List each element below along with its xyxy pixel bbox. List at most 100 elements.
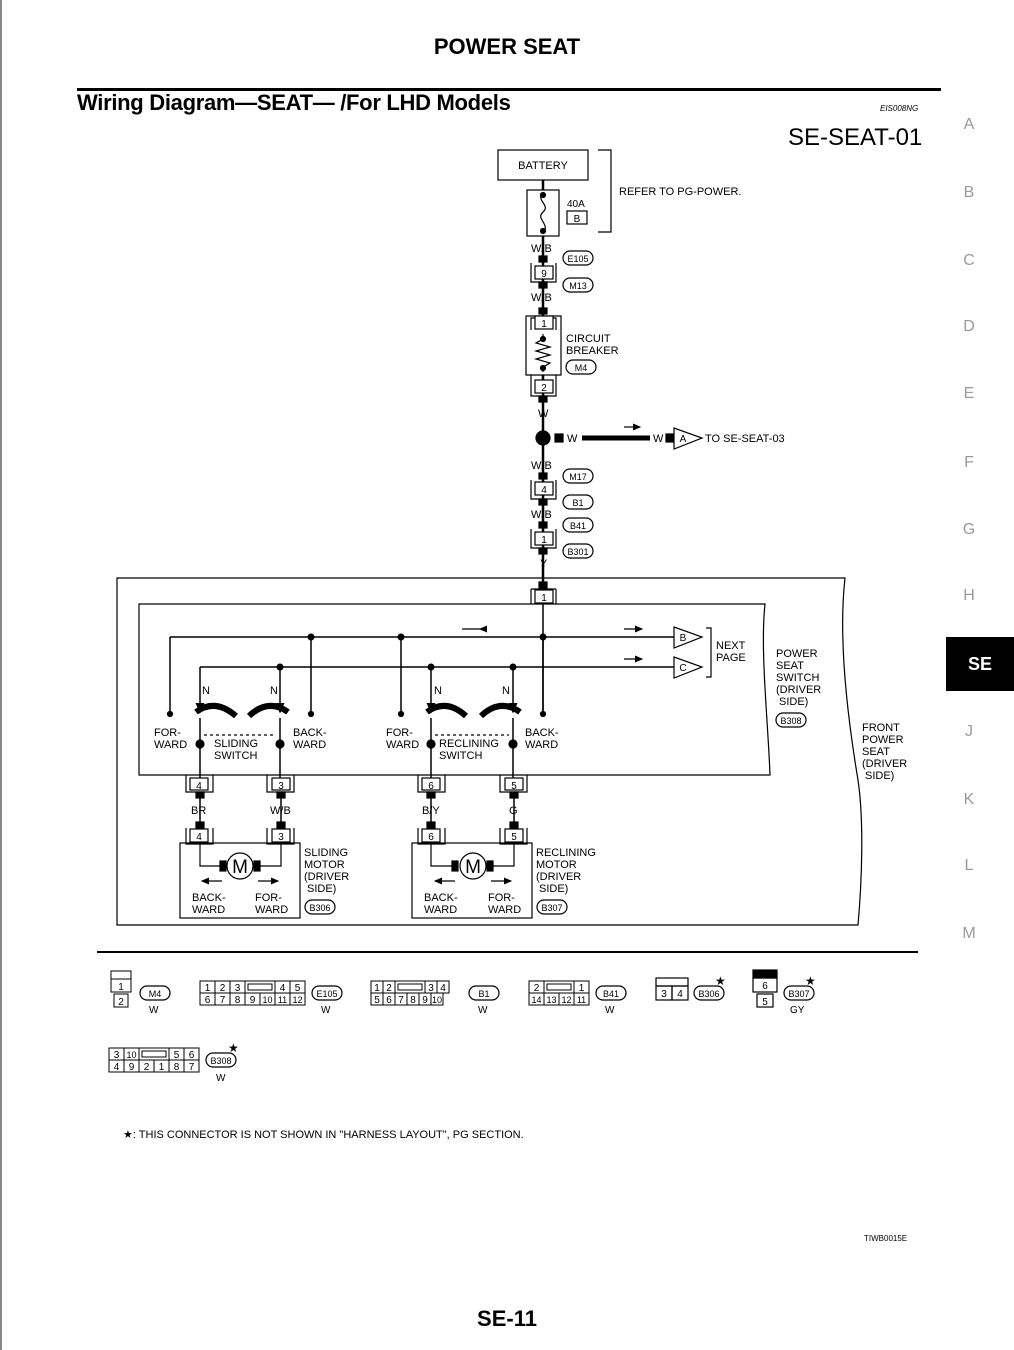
switch-output-connectors: 4 3 6 5: [185, 775, 528, 799]
diagram-id: SE-SEAT-01: [788, 124, 923, 151]
tab-f[interactable]: F: [964, 454, 974, 471]
svg-text:WARD: WARD: [424, 904, 457, 916]
connector-pin-cell: [289, 992, 306, 1006]
wire-color-w-2: W: [567, 433, 578, 445]
conn-b306: B306: [309, 903, 330, 913]
sliding-backward-2: WARD: [293, 739, 326, 751]
splice-point: [535, 430, 551, 446]
sliding-switch-1: SLIDING: [214, 738, 258, 750]
tab-d[interactable]: D: [963, 318, 975, 335]
connector-pin: 7: [189, 1062, 195, 1073]
reclining-motor: 6 5 M BACK- WARD FOR- WARD RECLINING MOT…: [411, 821, 596, 919]
svg-text:6: 6: [428, 832, 434, 843]
section-title: Wiring Diagram—SEAT— /For LHD Models: [77, 90, 511, 115]
battery-label: BATTERY: [518, 160, 568, 172]
svg-text:(DRIVER: (DRIVER: [536, 871, 581, 883]
pin-1-b41: 1: [541, 535, 547, 546]
tab-m[interactable]: M: [962, 925, 976, 942]
connector-pin: 8: [410, 995, 416, 1006]
tab-c[interactable]: C: [963, 252, 975, 269]
offpage-c: C: [679, 663, 686, 674]
wire-color-y: Y: [540, 558, 548, 570]
svg-text:SIDE): SIDE): [865, 770, 894, 782]
view-b306: B306: [698, 989, 719, 999]
tab-a[interactable]: A: [963, 116, 975, 133]
connector-pin-cell: [430, 992, 444, 1006]
view-b41: B41: [603, 989, 619, 999]
cb-pin-1: 1: [541, 319, 547, 330]
connector-pin: 9: [422, 995, 428, 1006]
connector-pin: 5: [374, 995, 380, 1006]
connector-pin: 7: [398, 995, 404, 1006]
refer-label: REFER TO PG-POWER.: [619, 186, 741, 198]
svg-text:★: ★: [805, 974, 816, 988]
svg-text:6: 6: [762, 981, 768, 992]
connector-pin: 9: [250, 995, 256, 1006]
wire-color-wb-1: W/B: [531, 243, 552, 255]
reclining-forward-1: FOR-: [386, 727, 413, 739]
tab-g[interactable]: G: [962, 521, 976, 538]
reclining-backward-2: WARD: [525, 739, 558, 751]
tab-j[interactable]: J: [965, 723, 973, 740]
svg-text:FOR-: FOR-: [488, 892, 515, 904]
tab-e[interactable]: E: [963, 385, 975, 402]
svg-text:(DRIVER: (DRIVER: [862, 758, 907, 770]
tab-h[interactable]: H: [963, 587, 975, 604]
view-b307: B307: [788, 989, 809, 999]
tab-b[interactable]: B: [963, 184, 975, 201]
connector-pin: 8: [174, 1062, 180, 1073]
fuse-id: B: [574, 214, 581, 225]
sliding-switch: N N FOR- WARD SLIDING SWITCH BACK- WARD: [154, 637, 327, 785]
svg-text:W: W: [478, 1005, 488, 1016]
connector-pin: 10: [432, 995, 442, 1005]
svg-text:(DRIVER: (DRIVER: [304, 871, 349, 883]
svg-text:(DRIVER: (DRIVER: [776, 684, 821, 696]
svg-text:M: M: [232, 857, 248, 878]
connector-pin: 4: [114, 1062, 120, 1073]
conn-m4: M4: [575, 363, 588, 373]
svg-text:SEAT: SEAT: [862, 746, 890, 758]
svg-text:WARD: WARD: [192, 904, 225, 916]
connector-pin: 8: [235, 995, 241, 1006]
svg-text:2: 2: [118, 997, 124, 1008]
offpage-b: B: [680, 633, 687, 644]
svg-text:BACK-: BACK-: [424, 892, 458, 904]
power-seat-switch-outline: [138, 603, 771, 776]
pin-9: 9: [541, 269, 547, 280]
page-number: SE-11: [477, 1306, 537, 1331]
svg-text:3: 3: [661, 989, 667, 1000]
sliding-motor: 4 3 M BACK- WARD FOR- WARD SLIDING MOTOR…: [179, 821, 349, 919]
sliding-forward-1: FOR-: [154, 727, 181, 739]
connector-pin: 3: [114, 1050, 120, 1061]
svg-text:W: W: [149, 1005, 159, 1016]
tab-l[interactable]: L: [964, 857, 974, 874]
svg-text:W: W: [321, 1005, 331, 1016]
connector-pin: 10: [126, 1050, 136, 1060]
tab-se[interactable]: SE: [946, 637, 1014, 691]
sliding-n-left: N: [202, 685, 210, 697]
tab-k[interactable]: K: [963, 791, 975, 808]
sliding-n-right: N: [270, 685, 278, 697]
svg-text:SIDE): SIDE): [779, 696, 808, 708]
wire-color-wb-4: W/B: [531, 509, 552, 521]
svg-text:MOTOR: MOTOR: [536, 859, 577, 871]
svg-text:4: 4: [196, 832, 202, 843]
connector-pin: 11: [577, 995, 586, 1005]
connector-pin: 5: [174, 1050, 180, 1061]
view-b308: B308: [210, 1056, 231, 1066]
svg-text:WARD: WARD: [488, 904, 521, 916]
svg-text:SLIDING: SLIDING: [304, 847, 348, 859]
fuse-symbol: [540, 192, 546, 234]
svg-text:GY: GY: [790, 1005, 805, 1016]
connector-pin: 14: [531, 995, 541, 1005]
refer-bracket: [598, 149, 612, 233]
svg-text:5: 5: [762, 997, 768, 1008]
svg-text:SWITCH: SWITCH: [776, 672, 819, 684]
footnote: ★: THIS CONNECTOR IS NOT SHOWN IN "HARNE…: [123, 1129, 524, 1141]
section-tabs: A B C D E F G H SE J K L M: [946, 0, 1014, 1350]
connector-pin: 12: [292, 995, 302, 1005]
